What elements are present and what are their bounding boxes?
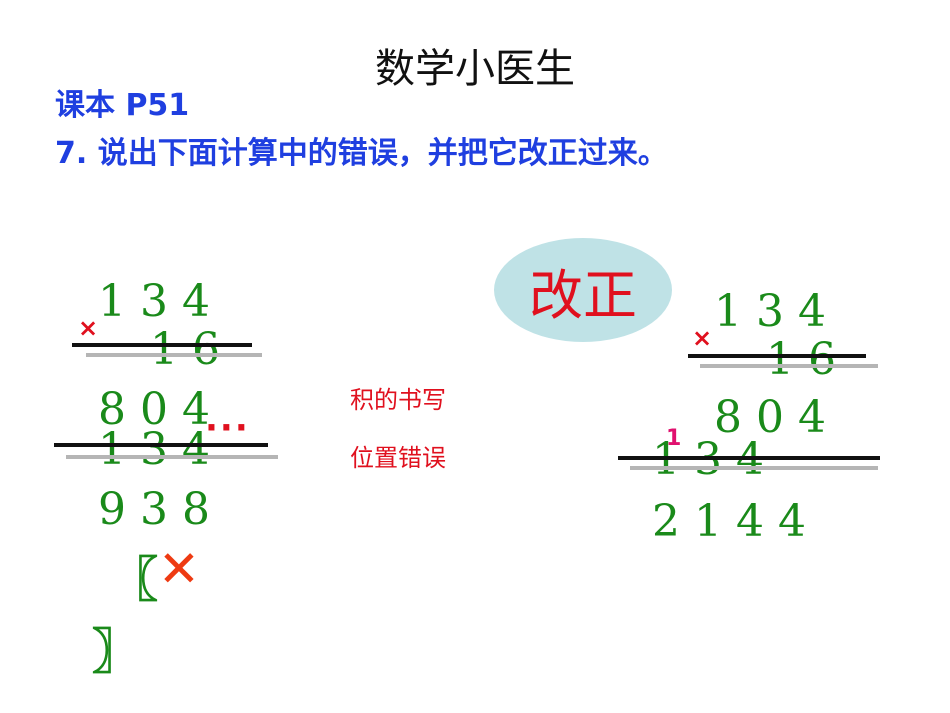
right-partial-product-1: 8 0 4 (714, 392, 826, 443)
error-note-line2: 位置错误 (350, 444, 446, 472)
right-multiplier: 1 6 (766, 334, 836, 385)
right-result: 2 1 4 4 (652, 496, 806, 547)
wrong-rule-2-shadow (66, 455, 278, 459)
right-multiplicand: 1 3 4 (714, 286, 826, 337)
wrong-rule-1 (72, 343, 252, 347)
wrong-position-dots: ··· (205, 408, 250, 448)
wrong-multiplicand: 1 3 4 (98, 276, 210, 327)
wrong-result: 9 3 8 (98, 484, 210, 535)
wrong-partial-product-2: 1 3 4 (98, 424, 210, 475)
right-rule-2-shadow (630, 466, 878, 470)
carry-digit: 1 (666, 426, 682, 451)
wrong-partial-product-1: 8 0 4 (98, 384, 210, 435)
wrong-rule-2 (54, 443, 268, 447)
book-reference: 课本 P51 (55, 88, 190, 123)
right-rule-2 (618, 456, 880, 460)
bracket-open: 〖 (110, 552, 159, 608)
wrong-cross-icon: ✕ (158, 540, 200, 598)
right-rule-1-shadow (700, 364, 878, 368)
right-rule-1 (688, 354, 866, 358)
task-instruction: 7. 说出下面计算中的错误，并把它改正过来。 (55, 136, 668, 171)
correction-label: 改正 (529, 263, 637, 327)
wrong-multiplier: 1 6 (150, 324, 220, 375)
wrong-rule-1-shadow (86, 353, 262, 357)
bracket-close: 〗 (92, 624, 141, 680)
right-multiply-sign: × (692, 324, 713, 352)
page-title: 数学小医生 (375, 46, 575, 92)
wrong-multiply-sign: × (78, 314, 99, 342)
correction-bubble: 改正 (494, 238, 672, 342)
error-note-line1: 积的书写 (350, 386, 446, 414)
